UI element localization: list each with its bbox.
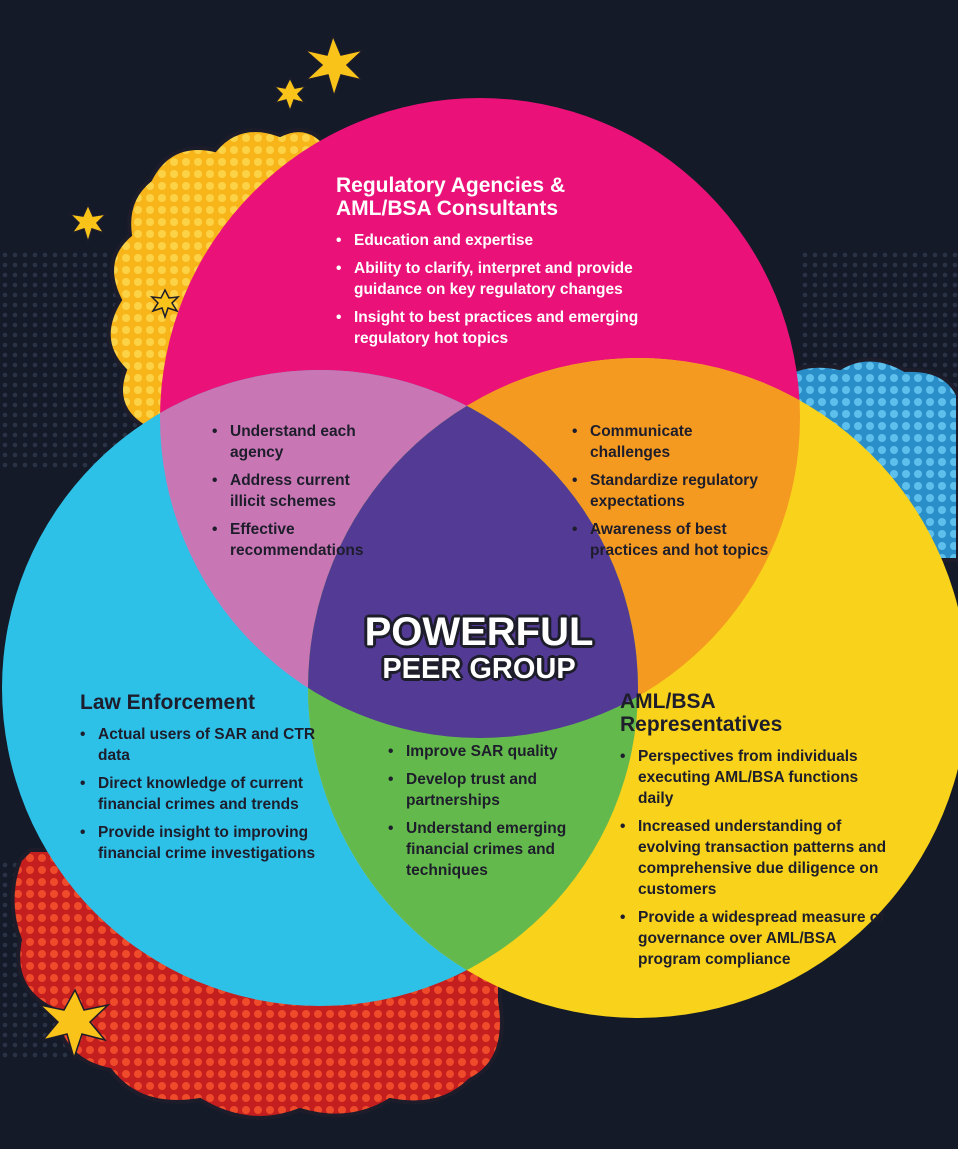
list-item: Understand emerging financial crimes and… xyxy=(388,818,578,881)
list-item: Provide insight to improving financial c… xyxy=(80,822,325,864)
regulatory-heading-line1: Regulatory Agencies & xyxy=(336,174,566,197)
list-item: Awareness of best practices and hot topi… xyxy=(572,519,772,561)
overlap-reg-law-section: Understand each agency Address current i… xyxy=(212,421,387,568)
list-item: Increased understanding of evolving tran… xyxy=(620,816,890,900)
list-item: Develop trust and partnerships xyxy=(388,769,578,811)
aml-bsa-section: AML/BSA Representatives Perspectives fro… xyxy=(620,690,890,977)
regulatory-heading: Regulatory Agencies & AML/BSA Consultant… xyxy=(336,174,656,220)
list-item: Ability to clarify, interpret and provid… xyxy=(336,258,656,300)
overlap-reg-law-list: Understand each agency Address current i… xyxy=(212,421,387,561)
overlap-law-aml-section: Improve SAR quality Develop trust and pa… xyxy=(388,741,578,888)
list-item: Improve SAR quality xyxy=(388,741,578,762)
list-item: Understand each agency xyxy=(212,421,387,463)
regulatory-section: Regulatory Agencies & AML/BSA Consultant… xyxy=(336,174,656,356)
aml-bsa-heading-line1: AML/BSA xyxy=(620,690,716,713)
list-item: Standardize regulatory expectations xyxy=(572,470,772,512)
list-item: Insight to best practices and emerging r… xyxy=(336,307,656,349)
aml-bsa-heading: AML/BSA Representatives xyxy=(620,690,890,736)
list-item: Actual users of SAR and CTR data xyxy=(80,724,325,766)
list-item: Communicate challenges xyxy=(572,421,772,463)
diagram-title: POWERFUL PEER GROUP xyxy=(348,612,610,686)
star-icon xyxy=(37,33,366,1061)
title-line1: POWERFUL xyxy=(364,610,594,654)
list-item: Direct knowledge of current financial cr… xyxy=(80,773,325,815)
overlap-reg-aml-section: Communicate challenges Standardize regul… xyxy=(572,421,772,568)
law-enforcement-section: Law Enforcement Actual users of SAR and … xyxy=(80,691,325,871)
list-item: Effective recommendations xyxy=(212,519,387,561)
title-line2: PEER GROUP xyxy=(382,653,576,685)
list-item: Perspectives from individuals executing … xyxy=(620,746,890,809)
law-enforcement-heading: Law Enforcement xyxy=(80,691,256,714)
aml-bsa-list: Perspectives from individuals executing … xyxy=(620,746,890,970)
center-overlap xyxy=(308,370,638,738)
list-item: Education and expertise xyxy=(336,230,656,251)
list-item: Provide a widespread measure of governan… xyxy=(620,907,890,970)
aml-bsa-heading-line2: Representatives xyxy=(620,713,783,736)
law-enforcement-list: Actual users of SAR and CTR data Direct … xyxy=(80,724,325,864)
regulatory-list: Education and expertise Ability to clari… xyxy=(336,230,656,349)
list-item: Address current illicit schemes xyxy=(212,470,387,512)
overlap-law-aml-list: Improve SAR quality Develop trust and pa… xyxy=(388,741,578,881)
regulatory-heading-line2: AML/BSA Consultants xyxy=(336,197,559,220)
overlap-reg-aml-list: Communicate challenges Standardize regul… xyxy=(572,421,772,561)
